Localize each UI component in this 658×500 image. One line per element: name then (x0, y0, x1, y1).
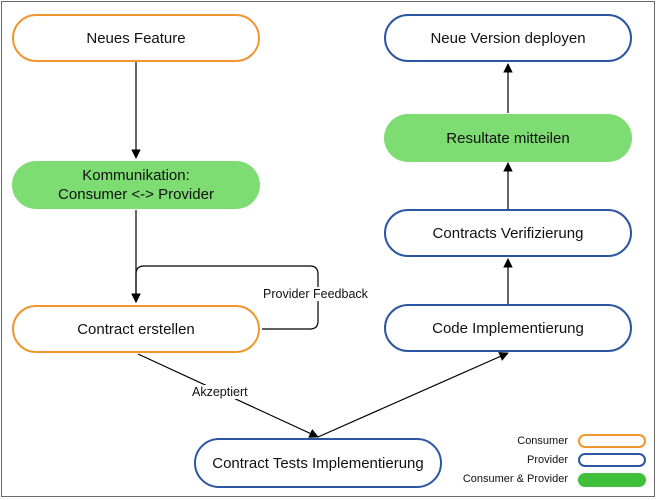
legend-provider-swatch (578, 453, 646, 467)
node-kommunikation: Kommunikation: Consumer <-> Provider (12, 161, 260, 209)
node-contract-tests: Contract Tests Implementierung (194, 438, 442, 488)
legend-provider-label: Provider (527, 454, 568, 466)
legend-both-swatch (578, 473, 646, 487)
legend-consumer-swatch (578, 434, 646, 448)
label-akzeptiert: Akzeptiert (190, 385, 250, 399)
node-neues-feature: Neues Feature (12, 14, 260, 62)
node-code-implementierung: Code Implementierung (384, 304, 632, 352)
label-provider-feedback: Provider Feedback (261, 287, 370, 301)
node-contract-erstellen: Contract erstellen (12, 305, 260, 353)
edge-tests-to-code (317, 352, 509, 438)
node-contracts-verifizierung: Contracts Verifizierung (384, 209, 632, 257)
node-neue-version: Neue Version deployen (384, 14, 632, 62)
node-resultate-mitteilen: Resultate mitteilen (384, 114, 632, 162)
edge-provider-feedback-loop (131, 265, 319, 330)
legend-consumer-label: Consumer (517, 435, 568, 447)
legend-both-label: Consumer & Provider (462, 473, 568, 485)
